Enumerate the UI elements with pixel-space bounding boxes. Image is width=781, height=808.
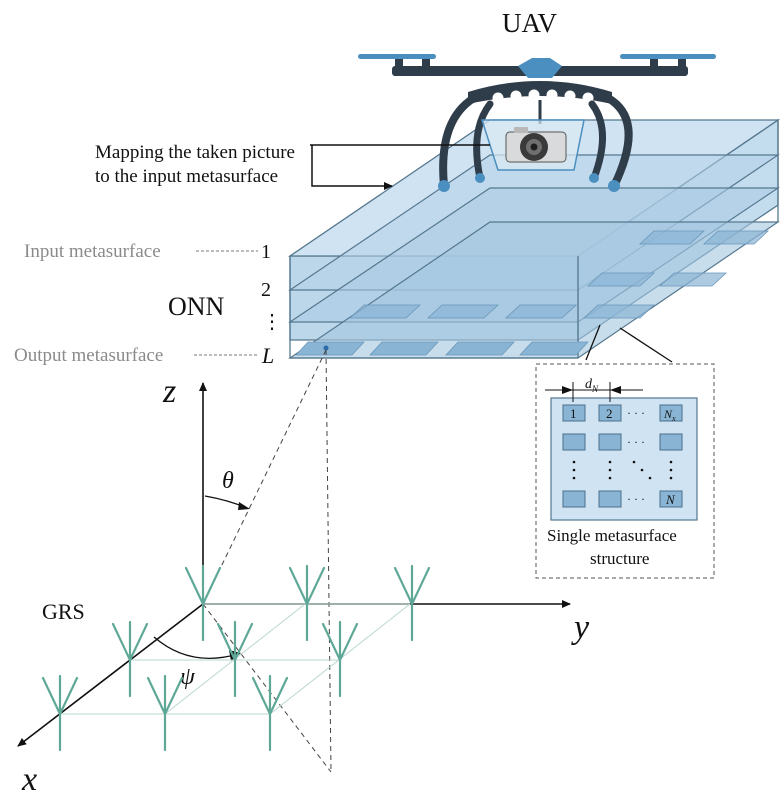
inset-caption-line2: structure [590, 549, 649, 568]
back-patches [638, 230, 770, 245]
antenna-icon [393, 564, 431, 642]
inset-caption-line1: Single metasurface [547, 526, 677, 545]
output-pixel-dot [323, 345, 329, 351]
z-axis-label: z [162, 373, 176, 410]
cell-2 [598, 404, 622, 422]
antenna-icon [251, 674, 289, 752]
antenna-icon [111, 620, 149, 698]
psi-label: ψ [180, 664, 196, 690]
output-metasurface-label: Output metasurface [14, 345, 163, 366]
hdots-row1: · · · [627, 406, 645, 420]
cell-1-label: 1 [570, 406, 577, 421]
antenna-icon [146, 674, 184, 752]
psi-arc [153, 636, 239, 659]
projection-lines [202, 349, 332, 773]
hdots-row4: · · · [627, 492, 645, 506]
mapping-label-line2: to the input metasurface [95, 166, 278, 187]
inset-panel: dN 1 2 Nx N · · · · · · · · · Single met… [535, 324, 715, 579]
uav-label: UAV [502, 8, 558, 38]
antenna-icon [41, 674, 79, 752]
layer-vdots: ⋮ [262, 311, 282, 333]
grs-label: GRS [42, 599, 85, 624]
output-patches [295, 341, 589, 356]
onn-label: ONN [168, 292, 225, 321]
antenna-icon [321, 620, 359, 698]
onn-block [287, 118, 781, 359]
antenna-icon [288, 564, 326, 642]
hdots-row2: · · · [627, 435, 645, 449]
x-axis [17, 603, 204, 747]
layer-L-label: L [261, 343, 274, 368]
cell-nx [659, 404, 683, 422]
cell-n [659, 490, 683, 508]
middle-patches [348, 272, 728, 319]
cell-2-label: 2 [606, 406, 613, 421]
cell-nx-label: Nx [663, 407, 676, 423]
theta-label: θ [222, 468, 234, 494]
cell-1 [562, 404, 586, 422]
antenna-icon [184, 564, 222, 642]
input-metasurface-label: Input metasurface [24, 241, 161, 262]
y-axis-label: y [571, 609, 590, 646]
layer-2-label: 2 [261, 279, 271, 301]
coordinate-axes [17, 382, 571, 747]
camera-icon [505, 127, 567, 163]
inset-connector-left [585, 324, 601, 361]
antenna-icon [216, 620, 254, 698]
mapping-label-line1: Mapping the taken picture [95, 142, 295, 163]
layer-1-label: 1 [261, 241, 271, 263]
dn-label: dN [585, 377, 599, 394]
cell-n-label: N [665, 492, 676, 507]
x-axis-label: x [21, 761, 37, 798]
inset-connector-right [619, 327, 673, 363]
antenna-array [41, 564, 431, 752]
